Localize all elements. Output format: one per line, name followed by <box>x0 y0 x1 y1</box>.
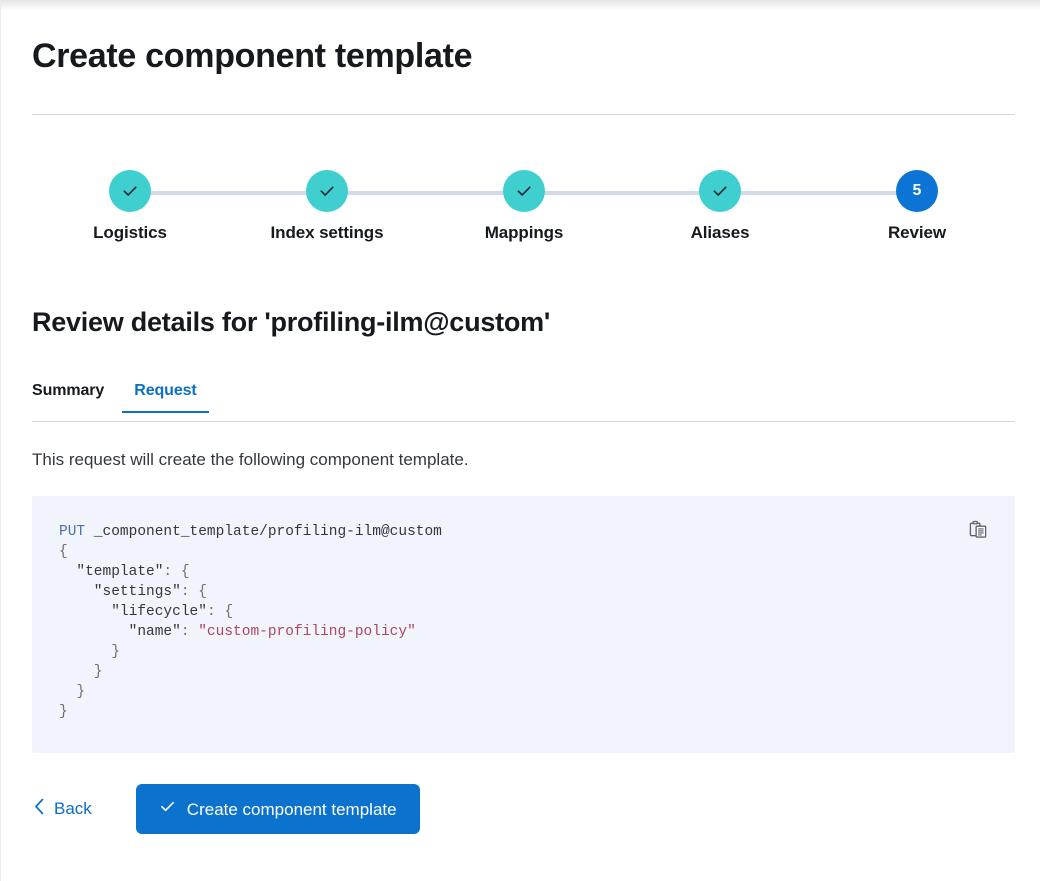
step-aliases[interactable]: Aliases <box>630 160 810 243</box>
step-label: Index settings <box>270 223 384 242</box>
check-icon <box>317 181 337 201</box>
step-label: Review <box>888 223 946 242</box>
code-token: { <box>59 544 68 560</box>
section-title: Review details for 'profiling-ilm@custom… <box>32 307 550 337</box>
step-label: Mappings <box>484 223 564 242</box>
code-token: : { <box>180 584 207 600</box>
step-label: Logistics <box>93 223 167 242</box>
code-token: : { <box>206 604 234 620</box>
step-number: 5 <box>912 182 922 199</box>
page-title: Create component template <box>32 37 473 75</box>
step-connector <box>524 191 720 195</box>
step-complete-badge <box>699 170 741 212</box>
code-token: : <box>180 624 199 640</box>
create-component-template-button[interactable]: Create component template <box>135 784 420 834</box>
code-token: "lifecycle" <box>59 604 207 620</box>
step-complete-badge <box>109 170 151 212</box>
code-token: _component_template/profiling-ilm@custom <box>93 524 442 540</box>
step-complete-badge <box>306 170 348 212</box>
code-token: PUT <box>59 524 94 540</box>
header-divider <box>32 114 1015 115</box>
step-mappings[interactable]: Mappings <box>434 160 614 243</box>
request-description: This request will create the following c… <box>32 450 469 469</box>
code-token: } <box>59 704 68 720</box>
code-token: : { <box>163 564 190 580</box>
code-token: "template" <box>59 564 164 580</box>
step-logistics[interactable]: Logistics <box>40 160 220 243</box>
create-component-template-button-label: Create component template <box>186 799 397 819</box>
tab-summary[interactable]: Summary <box>32 382 122 413</box>
check-icon <box>514 181 534 201</box>
code-token: } <box>59 664 103 680</box>
check-icon <box>120 181 140 201</box>
check-icon <box>710 181 730 201</box>
step-connector <box>720 191 917 195</box>
step-connector <box>327 191 524 195</box>
code-token: "name" <box>59 624 181 640</box>
back-button[interactable]: Back <box>32 792 94 826</box>
back-button-label: Back <box>54 799 92 818</box>
chevron-left-icon <box>34 798 45 820</box>
tab-request[interactable]: Request <box>122 382 210 413</box>
copy-to-clipboard-button[interactable] <box>962 515 994 547</box>
step-label: Aliases <box>690 223 750 242</box>
wizard-footer: Back Create component template <box>32 784 420 834</box>
step-connector <box>130 191 327 195</box>
code-token: "settings" <box>59 584 181 600</box>
code-token: } <box>59 644 120 660</box>
step-complete-badge <box>503 170 545 212</box>
code-token: } <box>59 684 86 700</box>
check-icon <box>159 798 176 820</box>
page-left-edge <box>0 0 1 881</box>
tabs-divider <box>32 421 1015 422</box>
copy-clipboard-icon <box>969 520 988 542</box>
step-index-settings[interactable]: Index settings <box>237 160 417 243</box>
request-code-text: PUT _component_template/profiling-ilm@cu… <box>59 522 442 722</box>
request-code-block: PUT _component_template/profiling-ilm@cu… <box>32 496 1015 753</box>
code-token: "custom-profiling-policy" <box>198 624 416 640</box>
step-number-badge: 5 <box>896 170 938 212</box>
